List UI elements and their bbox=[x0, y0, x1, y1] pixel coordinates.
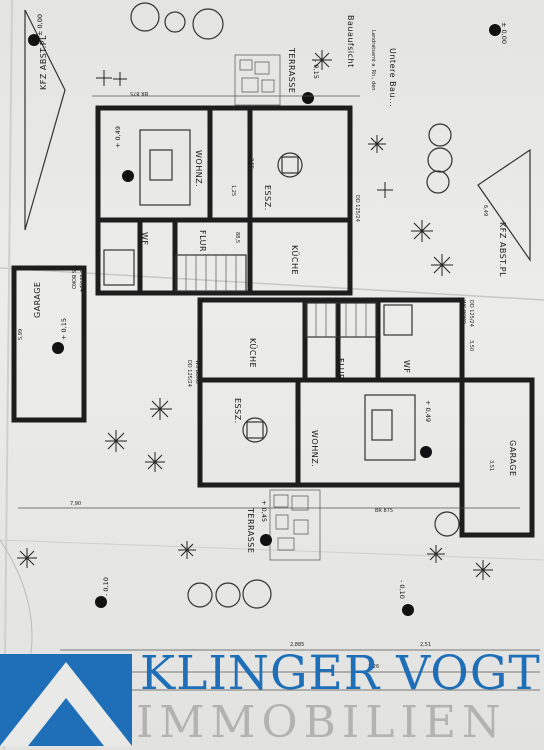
label-ws-upper: WS BOKO bbox=[346, 195, 352, 219]
label-garage-right: GARAGE bbox=[508, 440, 517, 477]
level-texts: + 0,49 + 0,15 - 0,15 + 0,49 + 0,45 - 0,1… bbox=[36, 14, 508, 599]
furniture bbox=[103, 129, 416, 461]
dim-garage-right: 3,51 bbox=[488, 460, 494, 471]
level-top-left: ± 0,00 bbox=[36, 14, 44, 36]
dimension-lines bbox=[18, 95, 540, 691]
dim-right-350: 3,50 bbox=[468, 340, 474, 351]
garages bbox=[11, 265, 535, 538]
level-lower-terrace: + 0,45 bbox=[260, 500, 268, 522]
small-annotations: Landratsamt a. Rh., den WS BOKO DD 125/2… bbox=[70, 30, 474, 387]
dim-bottom-1: 2,885 bbox=[290, 642, 304, 648]
level-upper-terrace: - 0,15 bbox=[312, 60, 320, 79]
label-kueche-lower: KÜCHE bbox=[248, 338, 258, 368]
staircases bbox=[175, 254, 377, 338]
parking-markers bbox=[24, 9, 531, 262]
label-flur-upper: FLUR bbox=[198, 230, 207, 252]
dimension-texts: 2,885 2,51 1,26 3,50 5,99 3,51 7,90 1,25… bbox=[18, 90, 494, 670]
label-kueche-upper: KÜCHE bbox=[290, 245, 300, 275]
label-dd-upper: DD 125/24 bbox=[354, 195, 360, 222]
label-wf-upper: WF bbox=[140, 232, 149, 246]
label-ws-right: WS BOKO bbox=[460, 300, 466, 324]
dim-bottom-2: 2,51 bbox=[420, 642, 431, 648]
dim-garage-left: 5,99 bbox=[18, 329, 24, 340]
vegetation bbox=[17, 2, 493, 609]
lower-unit-walls bbox=[197, 297, 465, 488]
label-garage-left: GARAGE bbox=[33, 282, 42, 319]
dim-upper-255: 2,55 bbox=[248, 158, 254, 169]
label-bauaufsicht: Bauaufsicht bbox=[346, 15, 355, 68]
label-dd-left: DD 125/24 bbox=[78, 265, 84, 292]
label-wohnz-upper: WOHNZ. bbox=[194, 150, 203, 187]
label-terrasse-lower: TERRASSE bbox=[246, 507, 255, 553]
label-wf-lower: WF bbox=[402, 360, 411, 374]
level-right-bottom: - 0,10 bbox=[398, 580, 406, 599]
label-flur-lower: FLUR bbox=[336, 358, 345, 380]
level-top-right: ± 0,00 bbox=[500, 22, 508, 44]
label-wohnz-lower: WOHNZ. bbox=[310, 430, 319, 467]
label-essz-lower: ESSZ. bbox=[233, 398, 242, 424]
dim-649: 6,49 bbox=[482, 205, 488, 216]
label-dd-lower: DD 125/24 bbox=[186, 360, 192, 387]
label-untere: Untere Bau... bbox=[388, 48, 397, 107]
level-markers bbox=[28, 24, 501, 616]
level-left-bottom: - 0,10 bbox=[102, 577, 110, 596]
label-dd-right: DD 125/24 bbox=[468, 300, 474, 327]
upper-unit-walls bbox=[95, 105, 353, 296]
level-left-garage: + 0,15 bbox=[60, 318, 68, 340]
label-ws-left: WS BOKO bbox=[70, 265, 76, 289]
dim-br875-top: BR 875 bbox=[130, 90, 148, 96]
label-ort: Landratsamt a. Rh., den bbox=[370, 30, 376, 90]
room-labels: WOHNZ. ESSZ. KÜCHE FLUR WF WOHNZ. ESSZ. … bbox=[33, 15, 517, 553]
dim-horizontal: 7,90 bbox=[70, 501, 81, 507]
label-kfz-right: KFZ ABST.PL bbox=[498, 222, 507, 277]
label-terrasse-upper: TERRASSE bbox=[287, 47, 296, 93]
dim-bottom-3: 1,26 bbox=[368, 664, 379, 670]
dim-br875-bottom: BR 875 bbox=[375, 508, 393, 514]
terraces bbox=[234, 54, 321, 561]
label-essz-upper: ESSZ. bbox=[263, 185, 272, 211]
dim-885: 88,5 bbox=[234, 232, 240, 243]
label-kfz-left: KFZ ABST.PL bbox=[39, 35, 48, 90]
label-ws-lower: WS BOKO bbox=[194, 360, 200, 384]
dim-upper-125: 1,25 bbox=[230, 185, 236, 196]
level-lower-living: + 0,49 bbox=[424, 400, 432, 422]
level-upper-living: + 0,49 bbox=[114, 126, 122, 148]
